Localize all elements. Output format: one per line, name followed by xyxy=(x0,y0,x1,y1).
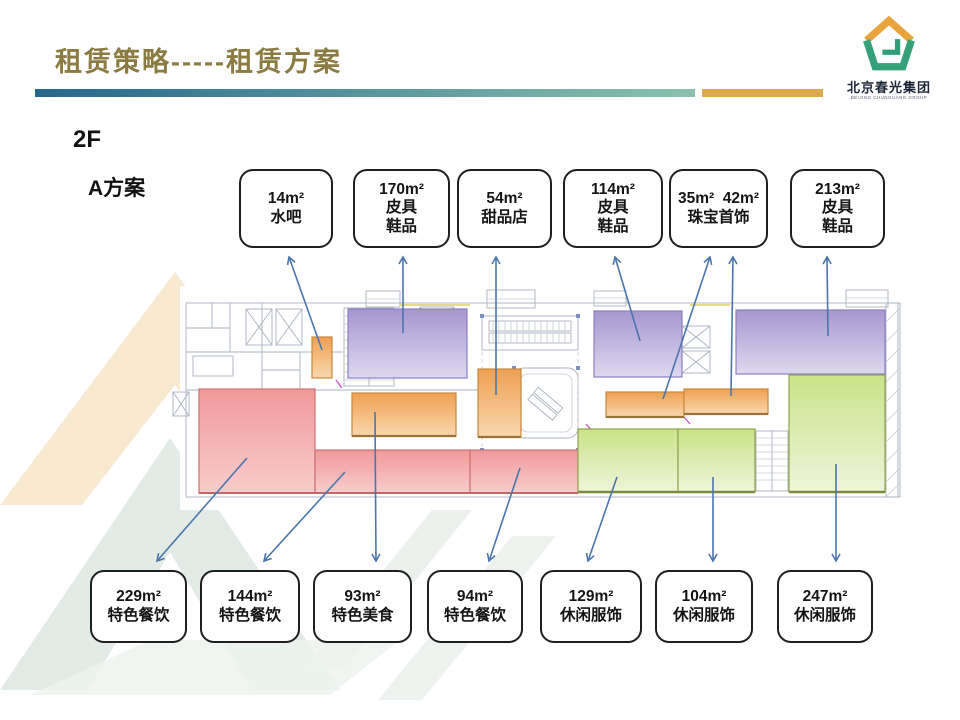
callout-area: 54m² xyxy=(486,190,523,208)
arrow-to-jewelry-35 xyxy=(662,255,713,400)
callout-area: 14m² xyxy=(267,190,305,208)
bottom-callout-dining-229: 229m² 特色餐饮 xyxy=(90,570,187,643)
zone-leather-shoes-213 xyxy=(735,309,886,375)
arrow-to-casual-129 xyxy=(585,476,618,563)
callout-use: 休闲服饰 xyxy=(793,606,856,624)
zone-dining-144 xyxy=(314,449,471,494)
arrow-to-jewelry-42 xyxy=(728,255,738,397)
zone-water-bar-14 xyxy=(311,336,333,379)
page-title: 租赁策略-----租赁方案 xyxy=(55,47,342,77)
zone-dining-229 xyxy=(198,388,316,494)
pentagon-logo-icon xyxy=(863,15,915,71)
connector-arrows xyxy=(155,255,841,563)
top-callout-jewelry: 35m² 42m² 珠宝首饰 xyxy=(669,169,768,248)
callout-use: 皮具 xyxy=(821,199,853,217)
callout-area: 104m² xyxy=(681,588,727,606)
arrow-to-leather-213 xyxy=(822,255,832,337)
callout-area: 35m² 42m² xyxy=(678,190,759,208)
callout-use: 特色餐饮 xyxy=(218,606,281,624)
callout-use: 鞋品 xyxy=(597,217,629,235)
top-callout-dessert-54: 54m² 甜品店 xyxy=(457,169,552,248)
logo-company-subtitle: BEIJING CHUNGUANG GROUP xyxy=(850,95,928,101)
callout-use: 水吧 xyxy=(270,208,302,226)
callout-use: 鞋品 xyxy=(821,217,853,235)
top-callout-leather-shoes-114: 114m² 皮具 鞋品 xyxy=(563,169,663,248)
callout-use: 休闲服饰 xyxy=(559,606,622,624)
zone-dining-94 xyxy=(469,449,579,494)
zone-leather-shoes-114 xyxy=(593,310,683,378)
header-divider-teal xyxy=(35,89,695,97)
top-callout-leather-shoes-170: 170m² 皮具 鞋品 xyxy=(353,169,450,248)
bottom-callout-casual-247: 247m² 休闲服饰 xyxy=(777,570,873,643)
callout-area: 213m² xyxy=(815,181,860,199)
floor-label: 2F xyxy=(73,126,102,153)
callout-area: 247m² xyxy=(802,588,848,606)
callout-use: 皮具 xyxy=(597,199,629,217)
top-callout-water-bar: 14m² 水吧 xyxy=(239,169,333,248)
header-divider-gold xyxy=(702,89,823,97)
zone-casual-wear-104 xyxy=(677,428,756,493)
zone-casual-wear-129 xyxy=(577,428,679,493)
callout-use: 鞋品 xyxy=(385,217,417,235)
callout-use: 皮具 xyxy=(385,199,417,217)
arrow-to-food-93 xyxy=(371,411,381,563)
zone-dessert-54 xyxy=(477,368,522,438)
zone-casual-wear-247 xyxy=(788,374,886,493)
callout-area: 129m² xyxy=(568,588,614,606)
callout-use: 珠宝首饰 xyxy=(687,208,750,226)
callout-area: 229m² xyxy=(116,588,161,606)
callout-area: 94m² xyxy=(456,588,494,606)
bottom-callout-casual-129: 129m² 休闲服饰 xyxy=(540,570,642,643)
callout-area: 144m² xyxy=(227,588,273,606)
callout-area: 170m² xyxy=(379,181,424,199)
callout-use: 休闲服饰 xyxy=(672,606,735,624)
bottom-callout-casual-104: 104m² 休闲服饰 xyxy=(655,570,753,643)
top-callout-leather-shoes-213: 213m² 皮具 鞋品 xyxy=(790,169,885,248)
zone-jewelry-35 xyxy=(605,391,685,418)
bottom-callout-food-93: 93m² 特色美食 xyxy=(313,570,412,643)
company-logo: 北京春光集团 BEIJING CHUNGUANG GROUP xyxy=(833,14,945,110)
arrow-to-leather-114 xyxy=(612,255,641,342)
callout-area: 93m² xyxy=(344,588,381,606)
callout-area: 114m² xyxy=(591,181,635,199)
logo-company-name: 北京春光集团 xyxy=(846,80,931,95)
zone-jewelry-42 xyxy=(683,388,769,415)
callout-use: 甜品店 xyxy=(481,208,528,226)
callout-use: 特色美食 xyxy=(331,606,394,624)
bottom-callout-dining-94: 94m² 特色餐饮 xyxy=(427,570,523,643)
zone-specialty-food-93 xyxy=(351,392,457,437)
plan-variant-label: A方案 xyxy=(88,177,146,200)
callout-use: 特色餐饮 xyxy=(107,606,170,624)
callout-use: 特色餐饮 xyxy=(443,606,506,624)
bottom-callout-dining-144: 144m² 特色餐饮 xyxy=(200,570,300,643)
zone-leather-shoes-170 xyxy=(347,308,468,379)
